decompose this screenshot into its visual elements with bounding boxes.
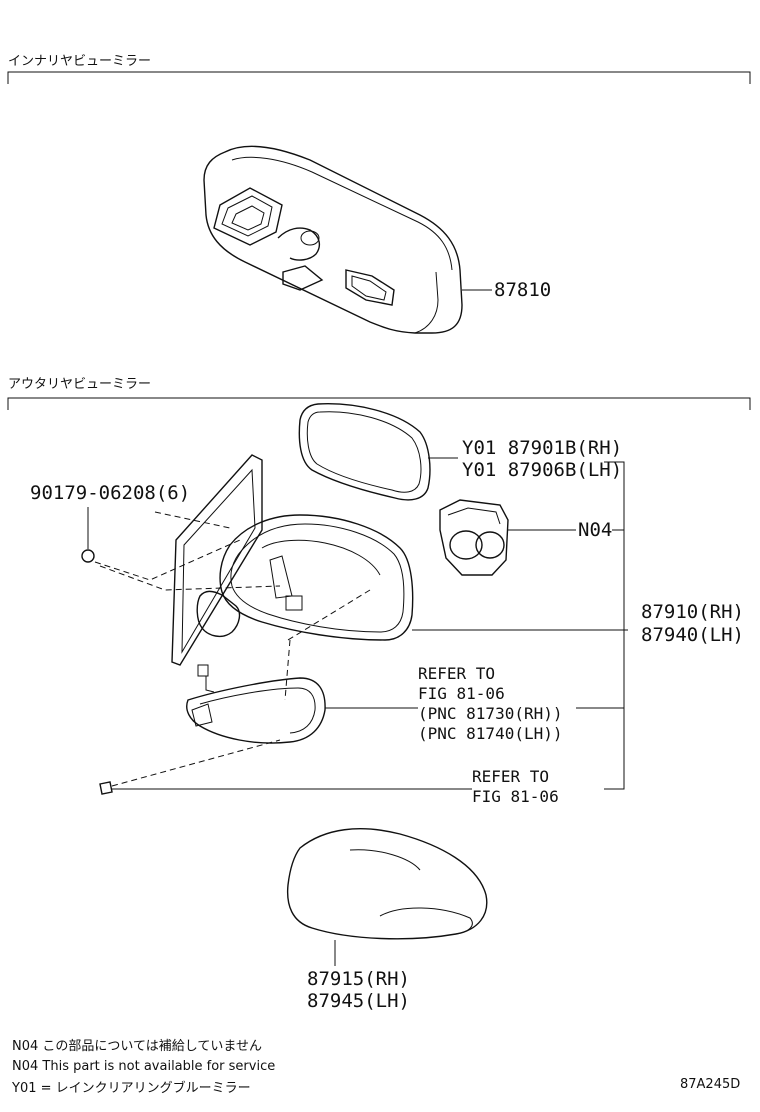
ref-lamp-line4: (PNC 81740(LH)) [418,724,563,743]
outer-section-title: アウタリヤビューミラー [8,377,152,392]
ref-bolt-line1[interactable]: REFER TO [472,767,550,786]
ref-bolt-line2[interactable]: FIG 81-06 [472,787,559,806]
turn-lamp-drawing [186,677,418,744]
screw-drawing [81,507,371,701]
inner-section-title: インナリヤビューミラー [8,54,152,69]
bolt-drawing [99,739,472,795]
part-assembly-lh[interactable]: 87940(LH) [641,624,744,646]
mirror-assembly-drawing [171,454,624,693]
mirror-glass-drawing [298,403,458,501]
part-motor[interactable]: N04 [578,519,613,541]
part-screw[interactable]: 90179-06208(6) [30,482,191,504]
cover-drawing [286,828,488,966]
ref-lamp-line3: (PNC 81730(RH)) [418,704,563,723]
assembly-bracket [576,461,628,790]
part-mirror-glass-rh[interactable]: Y01 87901B(RH) [462,437,623,459]
ref-lamp-line1[interactable]: REFER TO [418,664,496,683]
motor-drawing [439,499,576,576]
inner-mirror-drawing [203,145,492,334]
inner-section-bracket [7,71,751,84]
ref-lamp-line2[interactable]: FIG 81-06 [418,684,505,703]
note-n04-en: N04 This part is not available for servi… [12,1059,276,1074]
diagram-code: 87A245D [680,1077,741,1092]
part-inner-mirror[interactable]: 87810 [494,279,552,301]
note-y01: Y01 = レインクリアリングブルーミラー [12,1081,251,1096]
part-assembly-rh[interactable]: 87910(RH) [641,601,744,623]
part-cover-rh[interactable]: 87915(RH) [307,968,410,990]
outer-section-bracket [7,397,751,410]
part-cover-lh[interactable]: 87945(LH) [307,990,410,1012]
part-mirror-glass-lh[interactable]: Y01 87906B(LH) [462,459,623,481]
note-n04-jp: N04 この部品については補給していません [12,1039,262,1054]
